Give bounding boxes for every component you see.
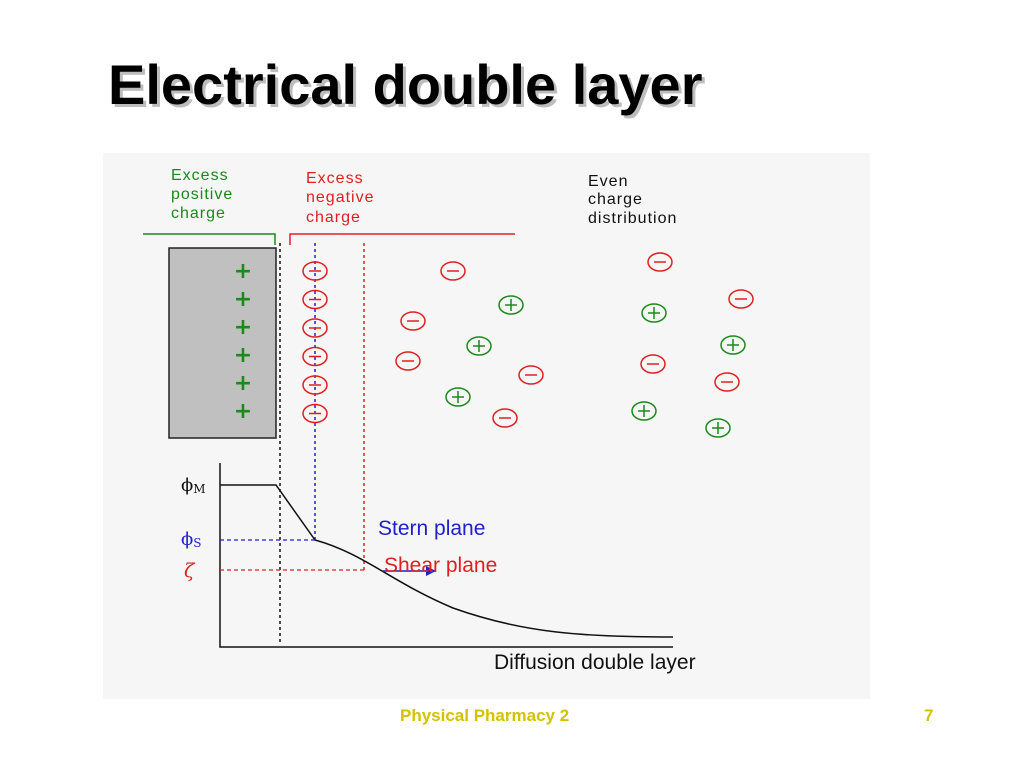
footer-course: Physical Pharmacy 2 [400,706,570,725]
adsorbed-anion [302,403,328,424]
adsorbed-anion [302,289,328,310]
ion-field [302,252,754,438]
electrode-plus-sign: + [234,287,252,312]
phi-m-label: ϕM [181,475,206,496]
bulk-cation [720,335,746,355]
adsorbed-anion [302,375,328,395]
adsorbed-anion [302,318,328,338]
even-distribution-label: Even charge distribution [588,173,677,227]
adsorbed-anion [302,261,328,281]
excess-positive-line-1: Excess [171,167,229,184]
electrode-plus-sign: + [234,315,252,340]
shear-plane-label: Shear plane [384,554,497,577]
excess-positive-line-2: positive [171,186,233,203]
excess-negative-line-3: charge [306,209,361,226]
electrode-charges: + + + + + + [234,259,252,424]
electrode-plus-sign: + [234,343,252,368]
diffusion-layer-label: Diffusion double layer [494,651,696,674]
bulk-anion [640,354,666,374]
potential-curve [220,484,674,638]
even-distribution-line-1: Even [588,173,628,190]
excess-negative-label: Excess negative charge [306,170,375,226]
even-distribution-line-2: charge [588,191,643,208]
diffuse-anion [395,351,421,371]
excess-positive-label: Excess positive charge [171,167,233,222]
bulk-anion [647,252,673,272]
bulk-anion [714,372,740,392]
page-number: 7 [924,706,934,725]
positive-region-bracket [143,233,276,245]
diffuse-anion [492,408,518,428]
bulk-cation [631,401,657,421]
electrode-surface [168,247,277,439]
even-distribution-line-3: distribution [588,210,677,227]
potential-axes [219,463,673,648]
negative-region-bracket [289,233,515,245]
bulk-anion [728,289,754,309]
stern-plane-label: Stern plane [378,517,485,540]
bulk-cation [705,418,731,438]
adsorbed-anion [302,346,328,367]
diffuse-anion [518,365,544,385]
bulk-cation [641,303,667,323]
diffuse-cation [445,387,471,407]
double-layer-diagram: Excess positive charge Excess negative c… [103,153,870,699]
electrode-plus-sign: + [234,259,252,284]
diffuse-cation [498,295,524,315]
electrode-plus-sign: + [234,371,252,396]
diffuse-anion [400,311,426,331]
diffuse-cation [466,336,492,356]
excess-negative-line-1: Excess [306,170,364,187]
diffuse-anion [440,261,466,281]
excess-negative-line-2: negative [306,189,375,206]
slide-title: Electrical double layer [108,53,703,116]
electrode-plus-sign: + [234,399,252,424]
excess-positive-line-3: charge [171,205,226,222]
shear-arrow-head [426,566,436,576]
zeta-label: ζ [184,560,196,582]
phi-s-label: ϕS [181,529,202,550]
potential-plot [219,463,674,648]
